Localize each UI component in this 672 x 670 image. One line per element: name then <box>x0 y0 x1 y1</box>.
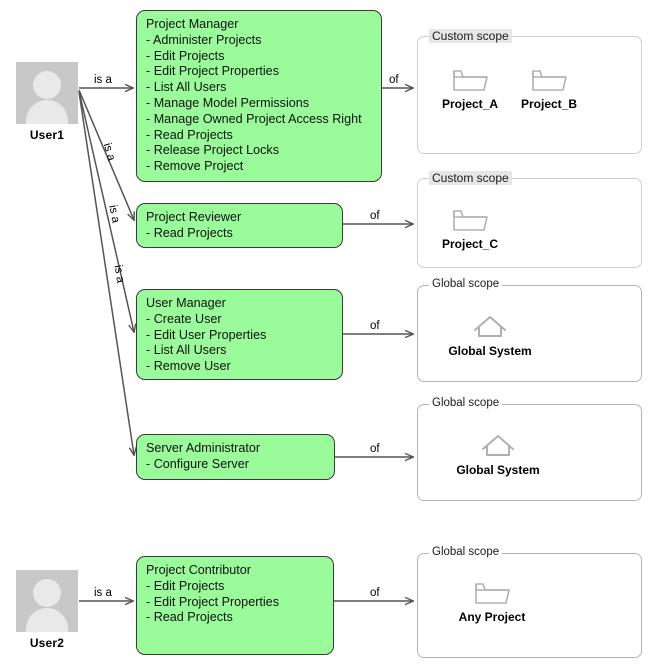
edge-user1-user-manager <box>78 90 134 332</box>
folder-icon <box>453 70 488 91</box>
edge-user1-project-reviewer <box>78 89 134 220</box>
home-icon <box>482 435 514 456</box>
scope-box-user-manager[interactable]: Global scope Global System <box>417 278 642 382</box>
role-permission: - List All Users <box>146 343 227 358</box>
scope-item-label: Global System <box>448 344 532 358</box>
home-icon <box>474 316 506 337</box>
role-title: User Manager <box>146 296 226 310</box>
role-permission: - Administer Projects <box>146 32 262 47</box>
role-permission: - Edit Projects <box>146 48 225 63</box>
edge-label-is-a-4: is a <box>111 264 127 284</box>
scope-item-label: Global System <box>456 463 540 477</box>
avatar-body <box>26 608 68 632</box>
role-title: Server Administrator <box>146 441 261 455</box>
actor-user2[interactable]: User2 <box>16 570 78 650</box>
role-permission: - Configure Server <box>146 456 249 471</box>
role-permission: - Manage Model Permissions <box>146 95 310 110</box>
scope-box-project-manager[interactable]: Custom scope Project_A Project_B <box>417 29 642 154</box>
edge-user1-server-administrator <box>78 91 134 455</box>
scope-item-global-system[interactable]: Global System <box>443 429 553 477</box>
edge-label-is-a-5: is a <box>94 587 112 599</box>
role-permission: - Release Project Locks <box>146 143 279 158</box>
scope-item-project-a[interactable]: Project_A <box>435 63 505 111</box>
role-box-user-manager[interactable]: User Manager - Create User - Edit User P… <box>136 289 343 380</box>
scope-box-project-reviewer[interactable]: Custom scope Project_C <box>417 171 642 268</box>
role-permission: - Read Projects <box>146 225 233 240</box>
role-permission: - Edit Projects <box>146 578 225 593</box>
scope-item-project-b[interactable]: Project_B <box>514 63 584 111</box>
avatar-head <box>33 71 61 99</box>
scope-legend: Global scope <box>429 397 503 409</box>
role-box-project-contributor[interactable]: Project Contributor - Edit Projects - Ed… <box>136 556 334 655</box>
folder-icon <box>475 583 510 604</box>
edge-label-of-4: of <box>370 443 380 455</box>
edge-label-is-a-1: is a <box>94 74 112 86</box>
scope-legend: Custom scope <box>429 171 512 185</box>
actor-user1[interactable]: User1 <box>16 62 78 142</box>
role-permission: - Read Projects <box>146 127 233 142</box>
avatar-head <box>33 579 61 607</box>
scope-item-project-c[interactable]: Project_C <box>435 203 505 251</box>
scope-item-any-project[interactable]: Any Project <box>440 576 544 624</box>
scope-item-label: Project_A <box>441 97 499 111</box>
scope-item-label: Any Project <box>458 610 526 624</box>
role-permission: - Manage Owned Project Access Right <box>146 111 362 126</box>
role-permission: - Edit Project Properties <box>146 594 279 609</box>
role-title: Project Contributor <box>146 563 251 577</box>
user-avatar-icon <box>16 62 78 124</box>
scope-box-server-administrator[interactable]: Global scope Global System <box>417 397 642 501</box>
scope-legend: Global scope <box>429 278 503 290</box>
scope-item-label: Project_C <box>441 237 499 251</box>
role-title: Project Manager <box>146 17 239 31</box>
scope-legend: Custom scope <box>429 29 512 43</box>
role-box-project-reviewer[interactable]: Project Reviewer - Read Projects <box>136 203 343 248</box>
user-avatar-icon <box>16 570 78 632</box>
role-box-project-manager[interactable]: Project Manager - Administer Projects - … <box>136 10 382 182</box>
edge-label-of-5: of <box>370 587 380 599</box>
role-title: Project Reviewer <box>146 210 242 224</box>
actor-user1-label: User1 <box>29 128 65 142</box>
role-permission: - List All Users <box>146 80 227 95</box>
folder-icon <box>453 210 488 231</box>
scope-item-label: Project_B <box>520 97 578 111</box>
scope-item-global-system[interactable]: Global System <box>435 310 545 358</box>
role-permission: - Read Projects <box>146 610 233 625</box>
role-permission: - Remove Project <box>146 159 244 174</box>
role-permission: - Create User <box>146 311 222 326</box>
actor-user2-label: User2 <box>29 636 65 650</box>
scope-legend: Global scope <box>429 546 503 558</box>
role-box-server-administrator[interactable]: Server Administrator - Configure Server <box>136 434 335 480</box>
edge-label-of-3: of <box>370 320 380 332</box>
role-permission: - Remove User <box>146 359 231 374</box>
folder-icon <box>532 70 567 91</box>
edge-label-of-2: of <box>370 210 380 222</box>
role-permission: - Edit User Properties <box>146 327 267 342</box>
avatar-body <box>26 100 68 124</box>
edge-label-of-1: of <box>389 74 399 86</box>
scope-box-project-contributor[interactable]: Global scope Any Project <box>417 546 642 658</box>
role-permission: - Edit Project Properties <box>146 64 279 79</box>
